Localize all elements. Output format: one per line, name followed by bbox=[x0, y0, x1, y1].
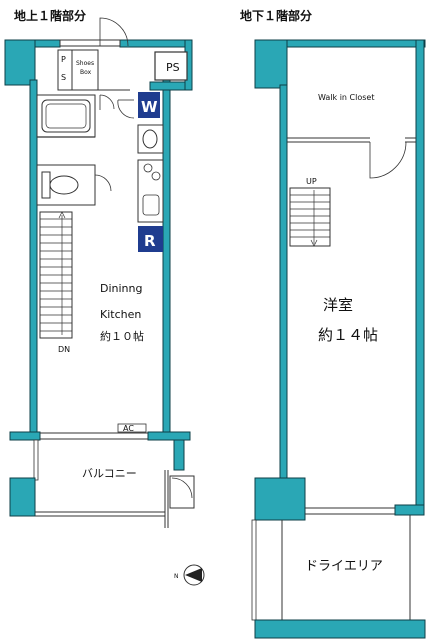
upper-floor: PS P S Shoes Box W bbox=[4, 17, 195, 528]
toilet bbox=[49, 175, 79, 195]
ps-left-label-s: S bbox=[61, 73, 66, 82]
western-room-label-1: 洋室 bbox=[323, 296, 353, 314]
ac-label: AC bbox=[123, 424, 134, 433]
stairs-down bbox=[39, 211, 73, 339]
shoes-box-label-2: Box bbox=[80, 69, 92, 76]
column-bottom-left bbox=[9, 477, 36, 517]
kitchen-sink bbox=[142, 194, 160, 216]
lower-floor-title: 地下１階部分 bbox=[240, 8, 312, 23]
shoes-box bbox=[71, 49, 99, 91]
fridge-label: R bbox=[144, 232, 156, 250]
compass-arrow-icon bbox=[185, 568, 202, 582]
ac-unit bbox=[117, 423, 147, 433]
entrance-door-swing bbox=[99, 17, 129, 47]
column-bottom-right bbox=[254, 477, 306, 521]
ps-right-box bbox=[154, 51, 188, 81]
balcony bbox=[9, 439, 195, 528]
dining-kitchen-label-1: Dininng bbox=[100, 282, 142, 295]
dining-kitchen-label-2: Kitchen bbox=[100, 308, 141, 321]
closet-door-swing bbox=[369, 141, 407, 179]
ps-left-label-p: P bbox=[61, 55, 66, 64]
upper-floor-title: 地上１階部分 bbox=[14, 8, 86, 23]
fridge-label-bg bbox=[138, 226, 163, 252]
column-top-left bbox=[4, 39, 36, 86]
dry-area-label: ドライエリア bbox=[305, 559, 383, 574]
stove-burner-2 bbox=[151, 171, 161, 181]
walk-in-closet-label: Walk in Closet bbox=[318, 93, 374, 102]
dry-area-wall bbox=[254, 619, 426, 639]
dining-kitchen-label-3: 約１０帖 bbox=[100, 329, 144, 343]
washer-label-bg bbox=[138, 92, 160, 118]
ps-right-label: PS bbox=[166, 61, 180, 74]
column-top-right bbox=[254, 39, 288, 89]
compass: N bbox=[174, 564, 205, 586]
stove-burner-1 bbox=[143, 163, 153, 173]
balcony-label: バルコニー bbox=[82, 467, 137, 480]
stairs-dn-label: DN bbox=[58, 345, 70, 354]
lower-floor: Walk in Closet UP 洋室 約１４帖 ドライエリア bbox=[251, 39, 426, 639]
stairs-up bbox=[289, 187, 331, 247]
shoes-box-label-1: Shoes bbox=[76, 60, 94, 67]
western-room-label-2: 約１４帖 bbox=[318, 326, 378, 344]
compass-north-label: N bbox=[174, 573, 179, 580]
stairs-up-label: UP bbox=[306, 177, 317, 186]
washer-label: W bbox=[141, 98, 158, 116]
